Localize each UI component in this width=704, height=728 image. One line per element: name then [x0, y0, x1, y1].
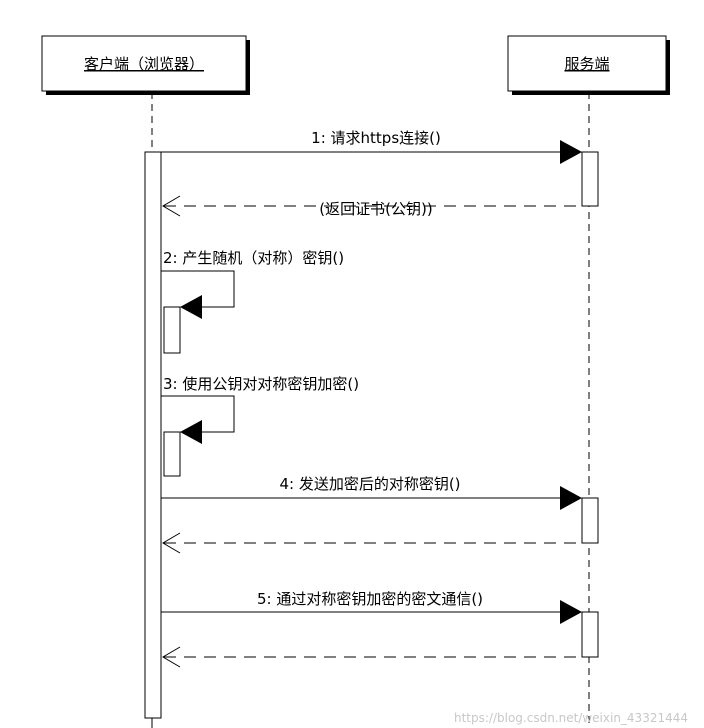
message-3-label: 3: 使用公钥对对称密钥加密(): [163, 375, 359, 393]
message-3-line: [161, 395, 235, 433]
server-actor: 服务端: [507, 35, 670, 95]
message-2: 2: 产生随机（对称）密钥(): [161, 249, 344, 354]
message-4-arrowhead: [560, 486, 582, 510]
message-4-label: 4: 发送加密后的对称密钥(): [279, 475, 460, 493]
client-actor: 客户端（浏览器）: [41, 35, 250, 95]
message-2-label: 2: 产生随机（对称）密钥(): [163, 249, 344, 267]
watermark-text: https://blog.csdn.net/weixin_43321444: [454, 711, 688, 725]
message-5-return: [162, 646, 582, 668]
message-1-return-label: (返回证书(公钥)): [319, 200, 432, 218]
client-activation-bar: [144, 151, 162, 719]
message-5-label: 5: 通过对称密钥加密的密文通信(): [257, 590, 483, 608]
message-5-arrowhead: [560, 600, 582, 624]
server-activation-1: [581, 151, 599, 207]
message-3-arrowhead: [180, 420, 202, 444]
message-3: 3: 使用公钥对对称密钥加密(): [161, 375, 359, 477]
message-1-return: (返回证书(公钥)): [162, 195, 582, 218]
server-activation-2: [581, 497, 599, 544]
message-1-return-arrowhead: [162, 195, 181, 217]
message-5-return-arrowhead: [162, 646, 181, 668]
message-3-activation: [163, 431, 181, 477]
message-1-label: 1: 请求https连接(): [311, 129, 441, 147]
message-4: 4: 发送加密后的对称密钥(): [161, 475, 582, 510]
server-actor-label: 服务端: [564, 55, 609, 73]
message-5: 5: 通过对称密钥加密的密文通信(): [161, 590, 582, 624]
message-4-return: [162, 532, 582, 554]
server-activation-3: [581, 611, 599, 658]
message-4-return-arrowhead: [162, 532, 181, 554]
message-2-line: [161, 270, 235, 308]
message-2-arrowhead: [180, 295, 202, 319]
message-1-arrowhead: [560, 140, 582, 164]
client-actor-label: 客户端（浏览器）: [84, 55, 204, 73]
message-1: 1: 请求https连接(): [161, 129, 582, 164]
message-2-activation: [163, 306, 181, 354]
